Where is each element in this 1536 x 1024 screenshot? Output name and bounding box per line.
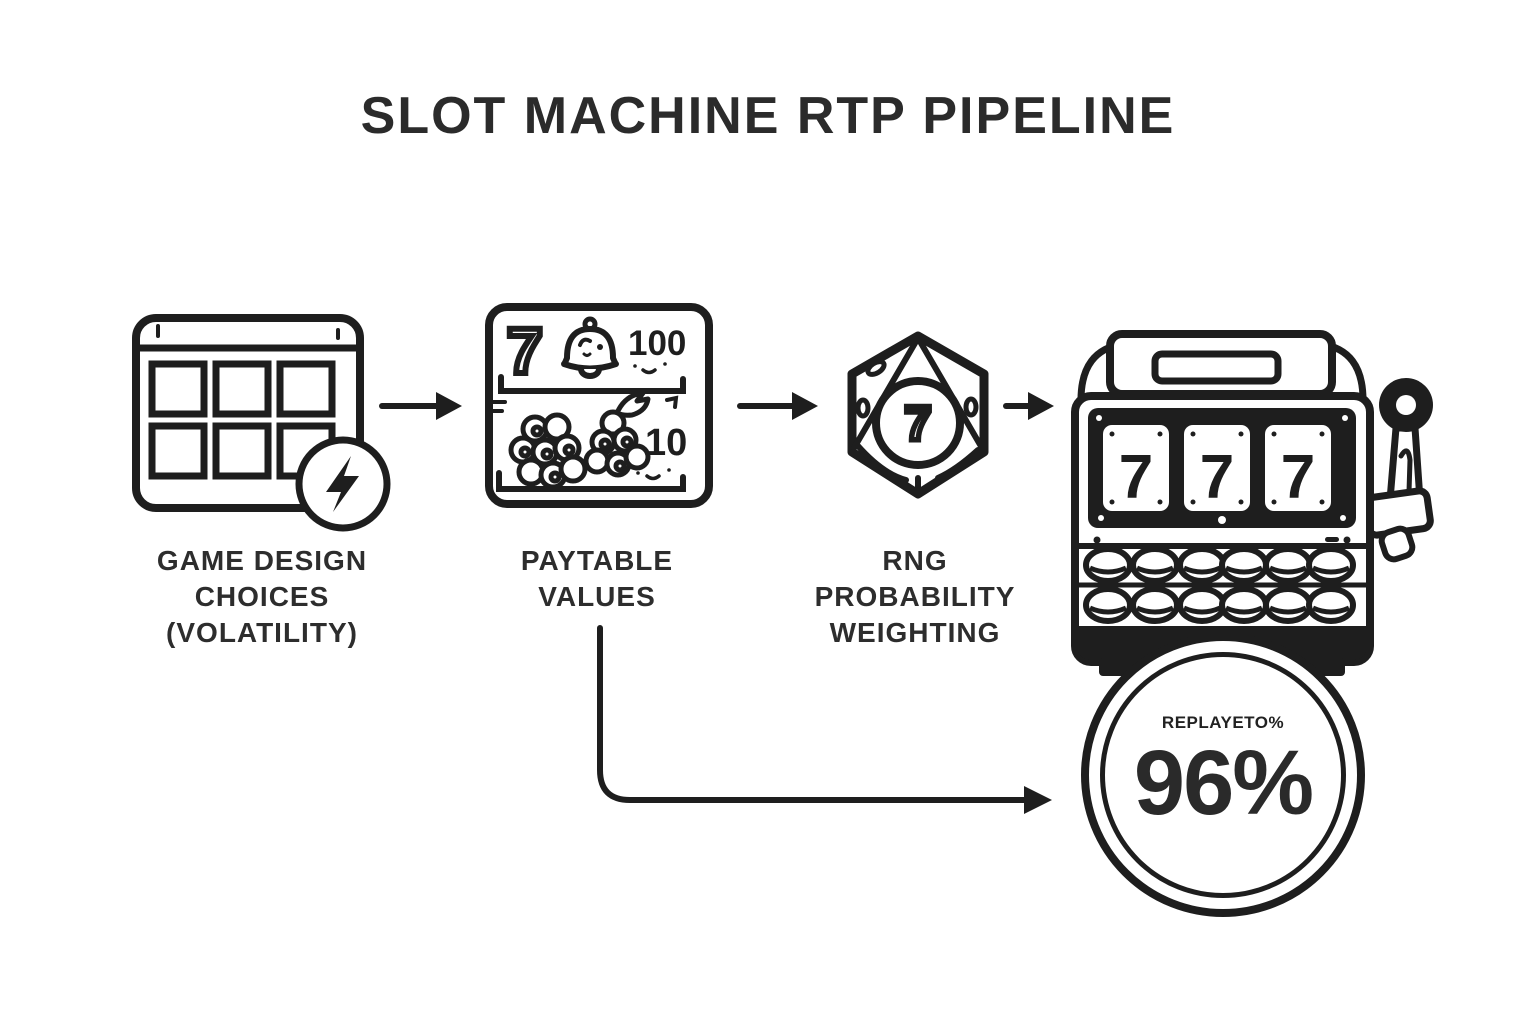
bell-icon [561,316,619,379]
reel-value: 7 [1200,443,1234,512]
rtp-percent-badge: REPLAYETO% 96% [1081,633,1365,917]
label-line: (VOLATILITY) [166,617,358,648]
rtp-value: 96% [1133,732,1314,834]
d20-die-icon: 7 [847,331,989,499]
reel-panels: 7 7 7 [1103,425,1331,512]
display-rivets [1096,415,1348,524]
label-line: WEIGHTING [829,617,1001,648]
label-line: RNG [882,545,948,576]
step-label-game-design: GAME DESIGN CHOICES (VOLATILITY) [92,543,432,651]
rtp-caption: REPLAYETO% [1161,713,1285,732]
paytable-seven-symbol: 7 [507,315,543,387]
arrow-right-icon [737,392,818,420]
app-grid-lightning-icon [132,314,391,532]
die-face-value: 7 [905,398,932,451]
grapes-icon [583,390,651,478]
arrow-right-icon [379,392,462,420]
label-line: GAME DESIGN [156,545,368,576]
step-label-rng: RNG PROBABILITY WEIGHTING [745,543,1085,651]
lever-icon [1362,378,1434,563]
scribble-marks [633,362,667,375]
paytable-card-icon: 7 100 [485,303,713,508]
die-pips [855,359,979,419]
reel-value: 7 [1119,443,1153,512]
berries-icon [508,412,588,490]
scribble-marks [636,468,671,481]
elbow-arrow-icon [597,625,1052,814]
paytable-value-100: 100 [628,324,686,363]
body-rivets [1093,536,1351,544]
label-line: CHOICES [194,581,330,612]
label-line: PROBABILITY [814,581,1016,612]
reel-value: 7 [1281,443,1315,512]
badge-inner-ring [1100,652,1346,898]
paytable-value-10: 10 [645,422,687,464]
slot-machine-icon: 7 7 7 [1071,330,1434,676]
step-label-paytable: PAYTABLE VALUES [447,543,747,615]
page-title: SLOT MACHINE RTP PIPELINE [360,87,1176,145]
coin-row [1083,546,1356,584]
coin-row [1083,586,1356,624]
arrow-right-icon [1003,392,1054,420]
label-line: PAYTABLE [520,545,674,576]
lightning-icon [295,436,391,532]
label-line: VALUES [538,581,656,612]
